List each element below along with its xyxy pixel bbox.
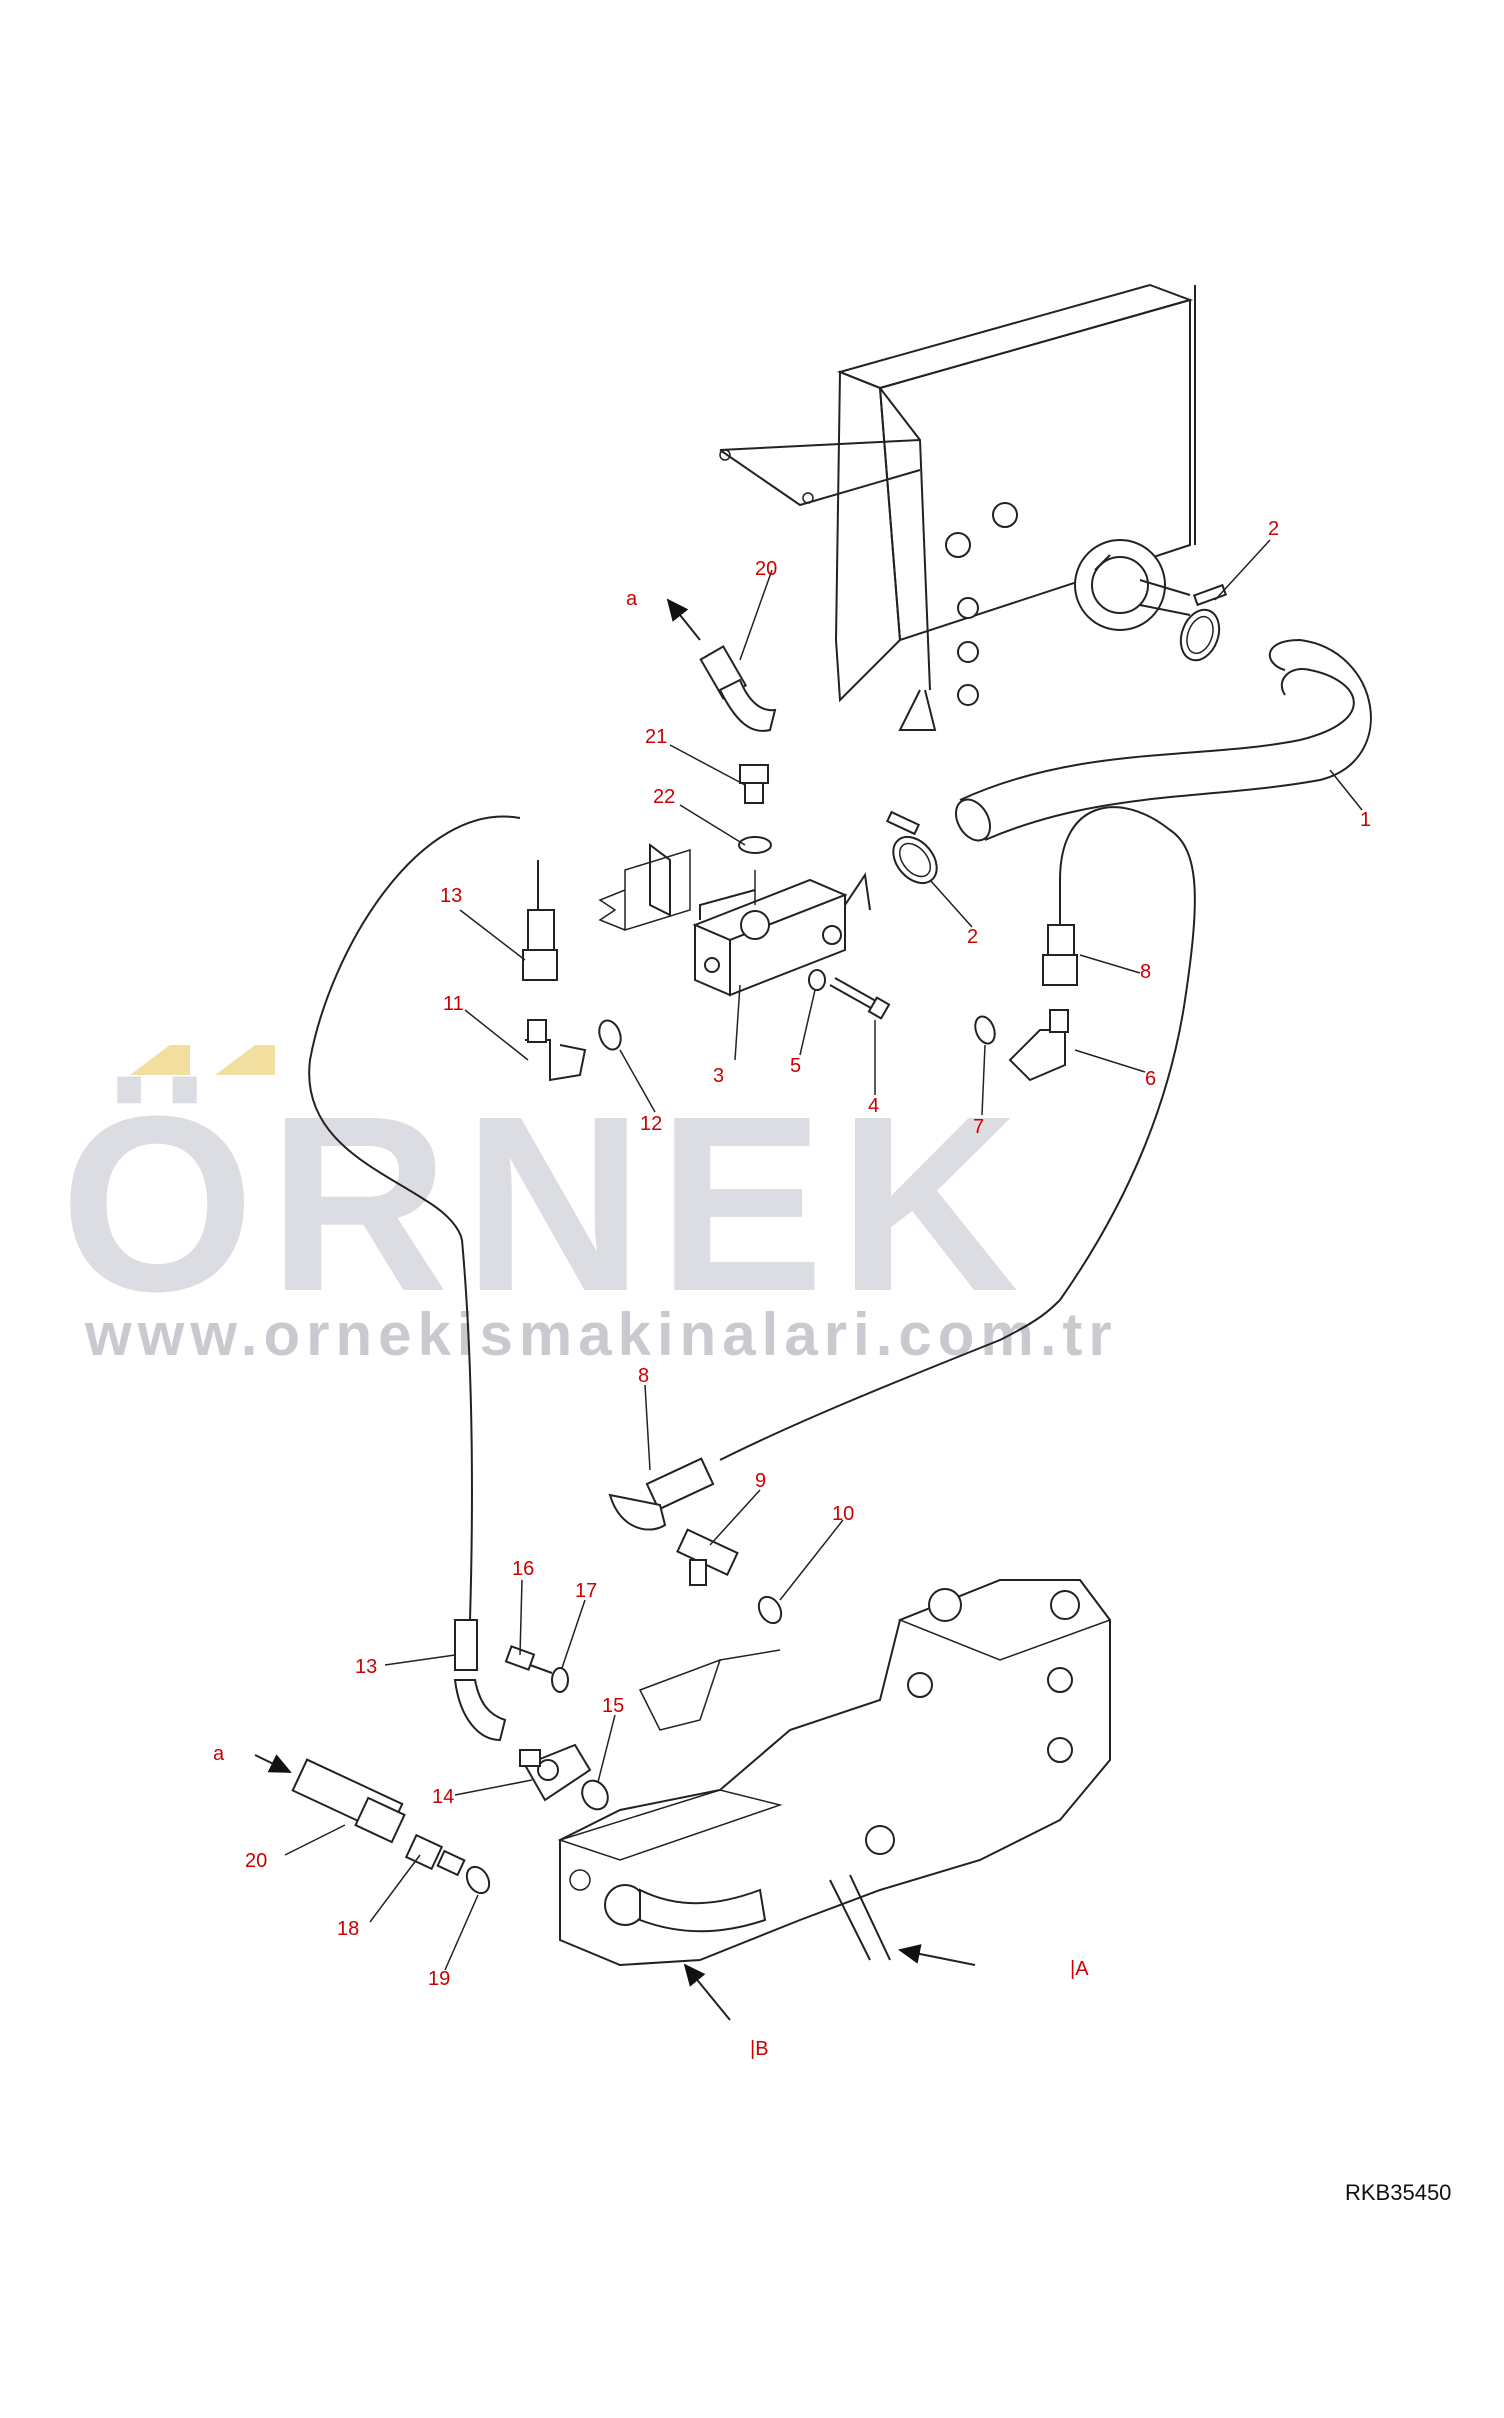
callout-22: 22 [653, 786, 675, 808]
o-ring-10 [757, 1595, 783, 1625]
watermark-umlaut-left [130, 1045, 190, 1075]
watermark-umlaut-right [215, 1045, 275, 1075]
callout-2-upper: 2 [1268, 518, 1279, 540]
callout-20-upper: 20 [755, 558, 777, 580]
callouts: 2 1 2 3 4 5 6 7 8 11 12 13 20 21 22 a 8 … [213, 518, 1371, 2060]
callout-6: 6 [1145, 1068, 1156, 1090]
callout-3: 3 [713, 1065, 724, 1087]
ref-B: |B [750, 2038, 769, 2060]
callout-1: 1 [1360, 809, 1371, 831]
clamp-2-lower [885, 810, 938, 885]
callout-20-lower: 20 [245, 1850, 267, 1872]
flange-14 [519, 1743, 592, 1802]
callout-13-lower: 13 [355, 1656, 377, 1678]
detail-note [598, 848, 691, 932]
lower-hose-8 [608, 1299, 1061, 1531]
o-ring-7 [974, 1015, 996, 1045]
ref-a-upper: a [626, 588, 638, 610]
valve-block-3 [649, 843, 871, 997]
watermark-url: www.ornekismakinalari.com.tr [84, 1301, 1118, 1368]
watermark: ÖRNEK www.ornekismakinalari.com.tr [60, 1045, 1118, 1368]
callout-7: 7 [973, 1116, 984, 1138]
callout-4: 4 [868, 1095, 879, 1117]
hose-1 [954, 638, 1372, 842]
hose-8-upper [1042, 806, 1196, 1301]
o-ring-19 [465, 1865, 491, 1895]
o-ring-15 [581, 1779, 609, 1811]
callout-15: 15 [602, 1695, 624, 1717]
elbow-11 [525, 1019, 587, 1082]
callout-19: 19 [428, 1968, 450, 1990]
callout-18: 18 [337, 1918, 359, 1940]
adapter-18 [404, 1833, 466, 1877]
callout-8-upper: 8 [1140, 961, 1151, 983]
o-ring-12 [598, 1019, 622, 1051]
bolt-4 [829, 977, 891, 1020]
callout-8-lower: 8 [638, 1365, 649, 1387]
callout-16: 16 [512, 1558, 534, 1580]
callout-21: 21 [645, 726, 667, 748]
hose-20-lower [254, 1754, 406, 1844]
callout-10: 10 [832, 1503, 854, 1525]
callout-17: 17 [575, 1580, 597, 1602]
elbow-6 [1008, 1009, 1069, 1082]
hose-20-upper [666, 598, 777, 732]
control-valve [557, 1579, 1112, 2021]
callout-2-lower: 2 [967, 926, 978, 948]
washer-17 [551, 1667, 569, 1693]
leader-lines [284, 539, 1363, 1971]
drawing-code: RKB35450 [1345, 2180, 1451, 2205]
tank-assembly [719, 283, 1196, 731]
callout-13-upper: 13 [440, 885, 462, 907]
callout-9: 9 [755, 1470, 766, 1492]
ref-a-lower: a [213, 1743, 225, 1765]
callout-11: 11 [443, 993, 464, 1015]
callout-12: 12 [640, 1113, 662, 1135]
hose-13-upper [308, 815, 558, 1241]
o-ring-22 [738, 836, 772, 854]
adapter-21 [739, 764, 769, 804]
callout-14: 14 [432, 1786, 454, 1808]
tee-9 [676, 1528, 739, 1586]
callout-5: 5 [790, 1055, 801, 1077]
ref-A: |A [1070, 1958, 1089, 1980]
bolt-16 [504, 1645, 553, 1674]
washer-5 [808, 969, 826, 991]
watermark-brand: ÖRNEK [60, 1064, 1033, 1343]
hose-13-lower [453, 1239, 507, 1742]
